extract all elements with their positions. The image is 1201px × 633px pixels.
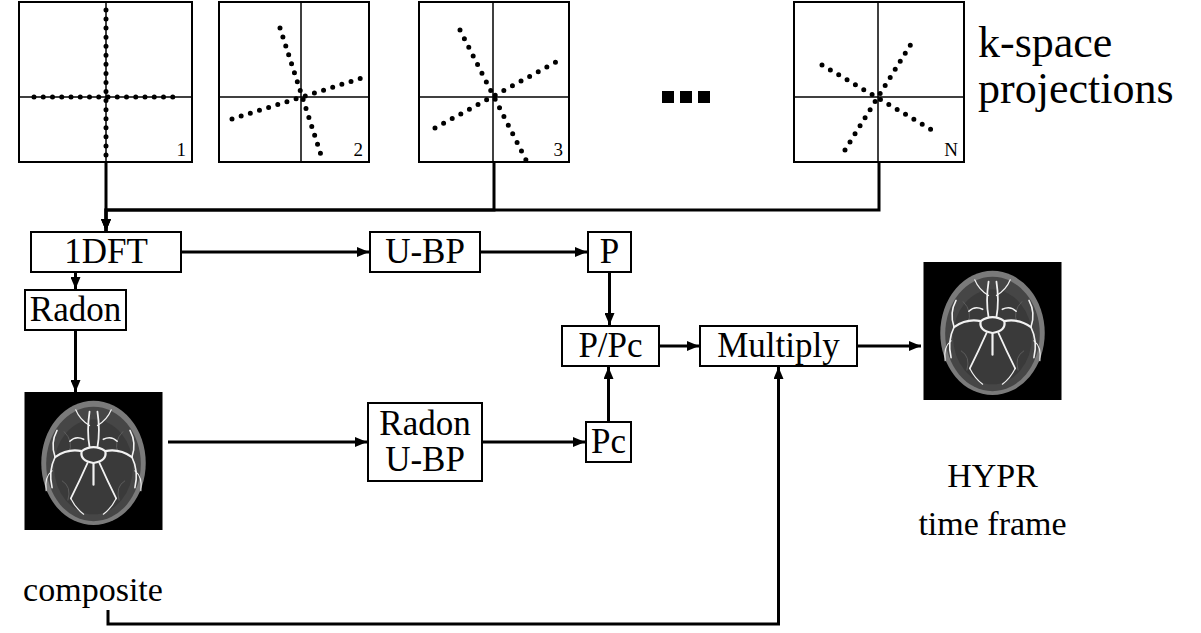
- box-label: Radon U-BP: [372, 406, 478, 478]
- flow-arrow: [483, 441, 585, 444]
- ellipsis-squares: [662, 91, 710, 103]
- flow-arrow: [106, 163, 494, 231]
- flow-arrow: [858, 345, 921, 348]
- process-box: Pc: [585, 421, 632, 463]
- kspace-panel-1: [20, 3, 191, 161]
- flow-arrow: [607, 367, 610, 421]
- box-label: Radon: [30, 292, 121, 328]
- flow-arrow: [182, 251, 369, 254]
- image-node: composite: [18, 392, 168, 610]
- image-node: HYPR time frame: [921, 262, 1064, 400]
- process-box: 1DFT: [30, 231, 182, 273]
- composite-image: [25, 392, 163, 530]
- projection-number: 2: [354, 140, 364, 160]
- process-box: Radon: [24, 289, 127, 331]
- figure-label: k-space projections: [978, 20, 1196, 112]
- kspace-panel: 2: [218, 1, 370, 163]
- projection-number: 1: [177, 140, 187, 160]
- connector-group: [76, 163, 922, 624]
- flow-arrow: [608, 273, 611, 325]
- process-box: U-BP: [369, 231, 481, 273]
- projection-number: N: [944, 140, 958, 160]
- image-caption: HYPR time frame: [916, 452, 1070, 548]
- flow-arrow: [108, 367, 779, 624]
- box-label: P/Pc: [578, 328, 642, 364]
- box-label: P: [600, 234, 619, 270]
- kspace-panel: N: [793, 1, 965, 163]
- kspace-panel: 3: [418, 1, 570, 163]
- flow-arrow: [74, 273, 77, 289]
- box-label: U-BP: [385, 234, 465, 270]
- box-label: Pc: [591, 424, 626, 460]
- image-caption: composite: [18, 570, 168, 610]
- box-label: 1DFT: [64, 234, 148, 270]
- projection-number: 3: [554, 140, 564, 160]
- hypr-image: [924, 262, 1062, 400]
- flow-arrow: [168, 441, 367, 444]
- flow-arrow: [660, 345, 699, 348]
- box-label: Multiply: [717, 328, 840, 364]
- process-box: Radon U-BP: [367, 402, 483, 482]
- kspace-panel-n: [795, 3, 963, 161]
- kspace-panel: 1: [18, 1, 193, 163]
- flow-arrow: [481, 251, 587, 254]
- flow-arrow: [74, 331, 77, 392]
- process-box: P: [587, 231, 632, 273]
- process-box: Multiply: [699, 325, 858, 367]
- kspace-panel-3: [420, 3, 568, 161]
- process-box: P/Pc: [561, 325, 660, 367]
- kspace-panel-2: [220, 3, 368, 161]
- flow-arrow: [106, 163, 879, 231]
